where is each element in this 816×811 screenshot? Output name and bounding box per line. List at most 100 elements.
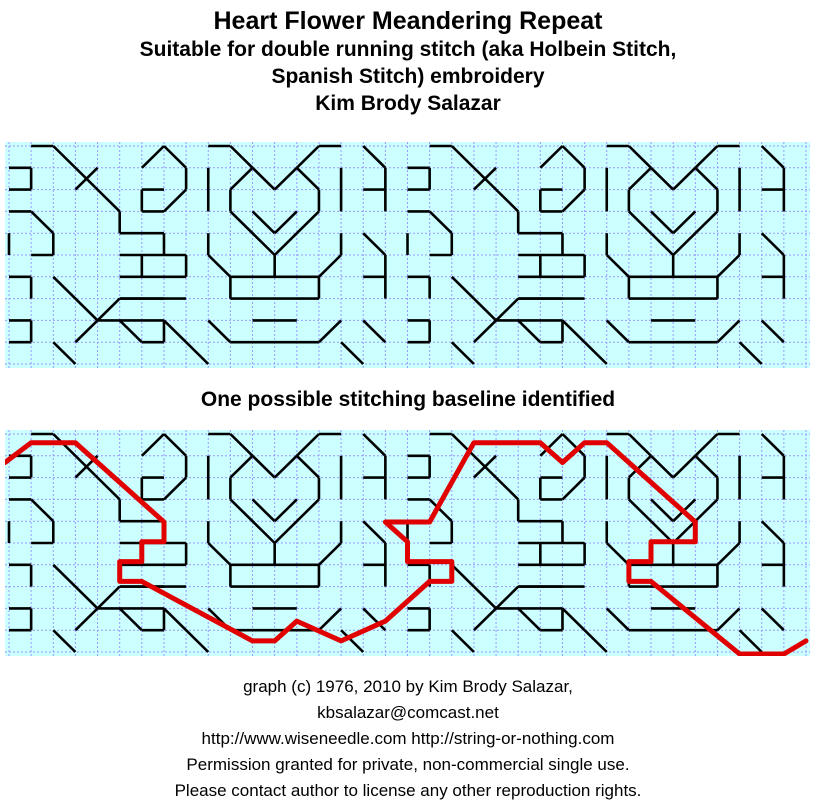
stitch-segment xyxy=(362,433,387,457)
stitch-segment xyxy=(295,433,320,457)
stitch-segment xyxy=(185,629,210,653)
page-subtitle-line1: Suitable for double running stitch (aka … xyxy=(139,38,677,61)
stitch-segment xyxy=(30,498,55,523)
stitch-segment xyxy=(760,607,785,632)
stitch-segment xyxy=(229,498,276,544)
page-title: Heart Flower Meandering Repeat xyxy=(213,7,603,35)
stitch-segment xyxy=(650,210,675,235)
stitch-segment xyxy=(74,166,99,191)
stitch-segment xyxy=(229,433,254,457)
stitch-segment xyxy=(650,498,675,523)
stitch-segment xyxy=(561,433,586,457)
stitch-segment xyxy=(561,476,586,501)
stitch-segment xyxy=(273,210,298,235)
baseline-heading: One possible stitching baseline identifi… xyxy=(200,388,616,411)
stitch-segment xyxy=(760,433,785,457)
copyright-text: graph (c) 1976, 2010 by Kim Brody Salaza… xyxy=(243,677,573,696)
stitch-segment xyxy=(716,319,741,344)
stitch-segment xyxy=(163,433,188,457)
email-text: kbsalazar@comcast.net xyxy=(317,703,499,722)
stitch-segment xyxy=(340,629,365,653)
stitch-segment xyxy=(450,275,497,322)
stitch-segment xyxy=(362,145,387,169)
stitch-segment xyxy=(605,607,630,632)
stitch-segment xyxy=(694,166,719,191)
stitch-segment xyxy=(650,454,675,479)
page-subtitle-line2: Spanish Stitch) embroidery xyxy=(271,65,545,88)
stitch-segment xyxy=(672,166,697,191)
stitch-segment xyxy=(207,254,232,278)
stitch-segment xyxy=(760,319,785,344)
stitch-segment xyxy=(473,297,520,344)
stitch-segment xyxy=(362,607,387,632)
stitch-segment xyxy=(163,319,188,344)
stitch-segment xyxy=(362,520,387,544)
stitch-segment xyxy=(163,607,188,632)
stitch-segment xyxy=(583,629,608,653)
stitch-segment xyxy=(561,145,586,169)
stitch-segment xyxy=(627,454,652,479)
stitch-segment xyxy=(30,210,55,235)
stitch-segment xyxy=(605,254,630,278)
stitch-segment xyxy=(450,629,475,653)
stitch-segment xyxy=(716,542,741,566)
stitch-segment xyxy=(428,210,453,235)
stitch-segment xyxy=(273,210,320,256)
stitch-segment xyxy=(74,585,121,632)
stitch-segment xyxy=(694,145,719,169)
stitch-segment xyxy=(318,607,342,632)
footer: graph (c) 1976, 2010 by Kim Brody Salaza… xyxy=(0,674,816,804)
stitch-segment xyxy=(229,210,276,256)
stitch-segment xyxy=(52,563,99,610)
stitch-segment xyxy=(672,210,697,235)
page-author: Kim Brody Salazar xyxy=(315,92,501,115)
stitch-segment xyxy=(428,498,453,523)
stitch-segment xyxy=(163,145,188,169)
stitch-segment xyxy=(163,188,188,213)
stitch-segment xyxy=(694,454,719,479)
stitch-segment xyxy=(52,275,99,322)
stitch-segment xyxy=(251,454,276,479)
stitch-segment xyxy=(450,563,497,610)
stitch-segment xyxy=(605,542,630,566)
stitch-segment xyxy=(118,607,143,632)
stitch-segment xyxy=(583,341,608,365)
stitch-segment xyxy=(251,210,276,235)
stitch-segment xyxy=(362,319,387,344)
stitch-segment xyxy=(539,145,564,169)
license-text: Please contact author to license any oth… xyxy=(174,781,642,800)
stitch-segment xyxy=(74,297,121,344)
stitch-segment xyxy=(627,498,675,544)
stitch-segment xyxy=(318,319,342,344)
permission-text: Permission granted for private, non-comm… xyxy=(186,755,630,774)
stitch-segment xyxy=(517,607,542,632)
stitch-segment xyxy=(760,232,785,256)
stitching-baseline-path xyxy=(5,440,809,656)
stitch-segment xyxy=(760,520,785,544)
stitch-layer xyxy=(7,432,786,653)
stitch-segment xyxy=(273,498,320,544)
stitch-segment xyxy=(561,607,586,632)
stitch-segment xyxy=(295,166,320,191)
stitch-segment xyxy=(52,629,77,653)
stitch-segment xyxy=(295,454,320,479)
stitch-segment xyxy=(672,454,697,479)
pattern-chart-baseline xyxy=(5,430,810,656)
stitch-segment xyxy=(140,145,165,169)
stitch-segment xyxy=(627,145,652,169)
stitch-segment xyxy=(473,454,497,479)
stitch-segment xyxy=(273,454,298,479)
stitch-segment xyxy=(716,607,741,632)
stitch-segment xyxy=(318,542,342,566)
stitch-segment xyxy=(627,166,652,191)
stitch-segment xyxy=(738,629,763,653)
stitch-segment xyxy=(760,145,785,169)
stitch-layer xyxy=(7,144,786,365)
stitch-segment xyxy=(118,319,143,344)
baseline-layer xyxy=(5,440,809,656)
stitch-segment xyxy=(140,433,165,457)
stitch-segment xyxy=(473,585,520,632)
stitch-segment xyxy=(207,319,232,344)
stitch-segment xyxy=(694,433,719,457)
stitch-segment xyxy=(207,542,232,566)
